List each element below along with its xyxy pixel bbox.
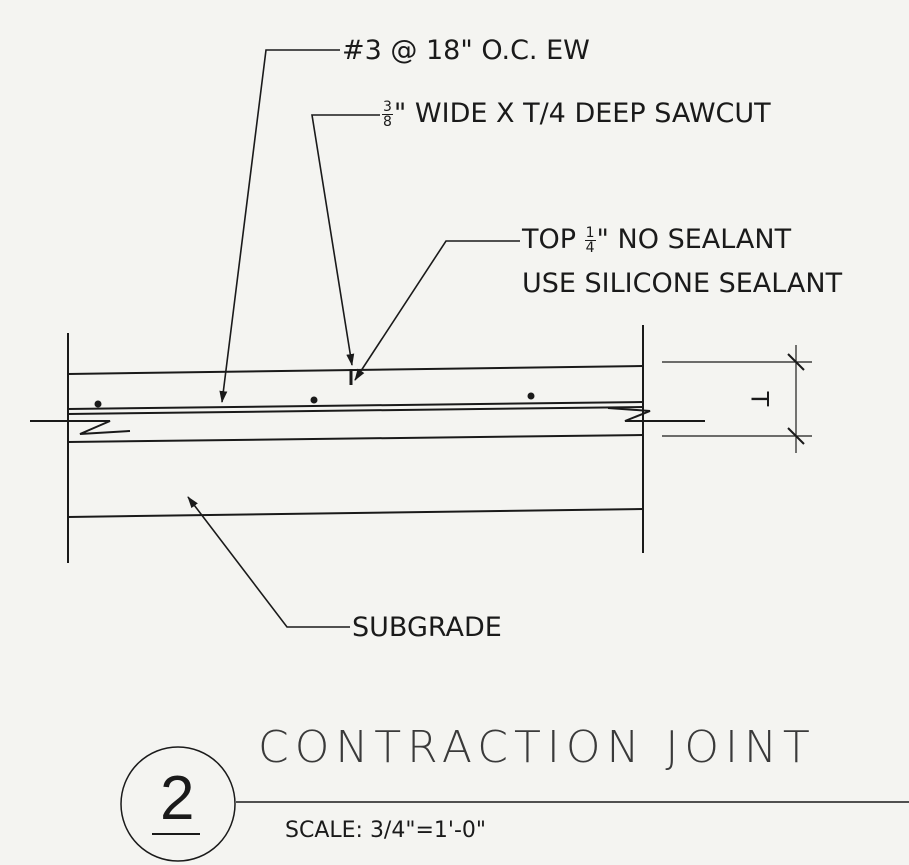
rebar-callout: #3 @ 18" O.C. EW (342, 35, 590, 66)
sawcut-callout: 3 8 " WIDE X T/4 DEEP SAWCUT (382, 98, 771, 130)
rebar-line-upper (67, 401, 644, 410)
rebar-dot (310, 396, 318, 404)
sawcut-fraction: 3 8 (382, 99, 393, 130)
subgrade-callout: SUBGRADE (352, 612, 502, 643)
left-break-line (30, 420, 131, 435)
detail-bubble (120, 746, 236, 862)
slab-bottom-line (67, 434, 644, 443)
dimension-label: T (745, 391, 774, 407)
right-break-line (607, 407, 705, 422)
sawcut-leader (311, 114, 380, 366)
slab-top-line (67, 365, 644, 375)
dim-tick-top (787, 353, 805, 371)
rebar-dot (94, 400, 102, 408)
rebar-leader (219, 49, 340, 403)
dim-tick-bottom (787, 427, 805, 445)
rebar-dot (527, 392, 535, 400)
sealant-callout-line2: USE SILICONE SEALANT (522, 268, 843, 299)
rebar-line-lower (67, 406, 644, 415)
sealant-leader (354, 240, 520, 381)
subgrade-line (67, 508, 644, 518)
detail-title: CONTRACTION JOINT (258, 722, 816, 773)
detail-scale: SCALE: 3/4"=1'-0" (285, 818, 486, 843)
subgrade-leader (187, 496, 350, 628)
detail-number: 2 (160, 764, 195, 833)
